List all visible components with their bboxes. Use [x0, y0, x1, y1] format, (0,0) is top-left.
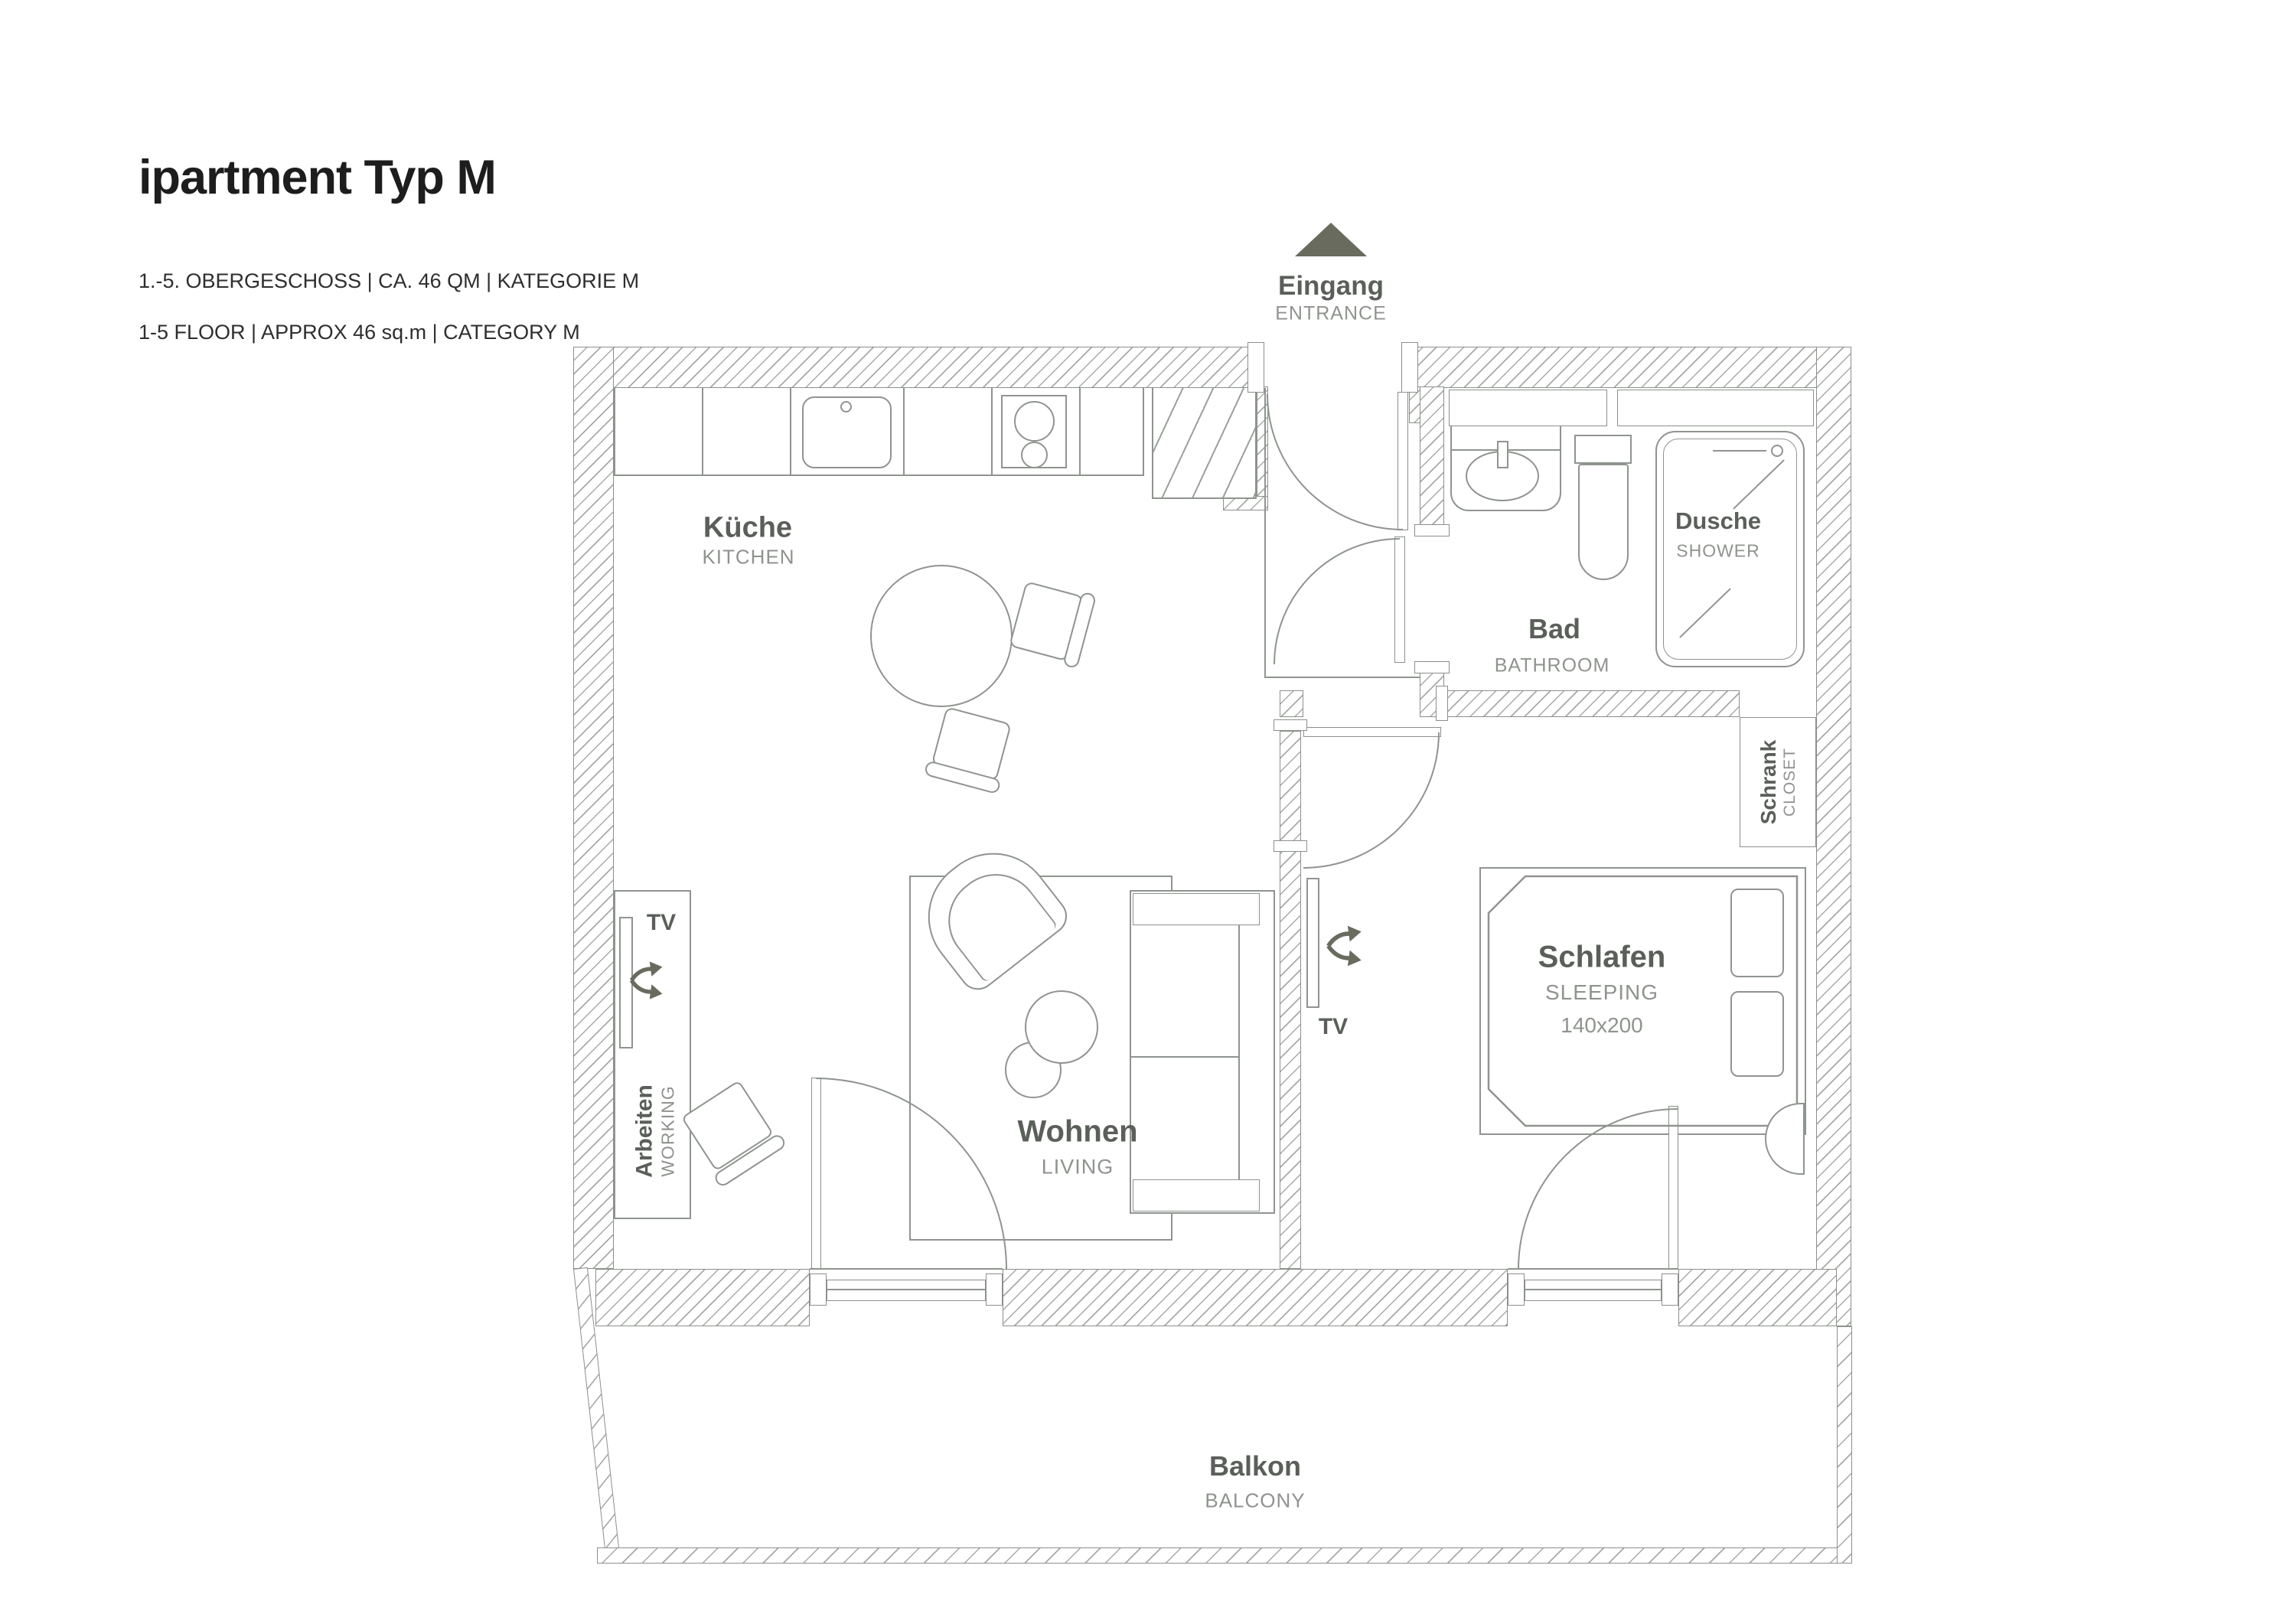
bed-size-label: 140x200	[1561, 1013, 1643, 1037]
entrance-label-en: ENTRANCE	[1275, 302, 1387, 324]
kitchen-table	[870, 565, 1013, 707]
partition-block-upper	[1274, 719, 1307, 731]
living-window-sill-line	[810, 1268, 1003, 1270]
working-label-de: Arbeiten	[631, 1084, 657, 1178]
entrance-jamb-left	[1247, 342, 1264, 393]
bedroom-window-block-left	[1508, 1273, 1525, 1306]
closet-label-en: CLOSET	[1781, 747, 1799, 817]
bedroom-window-glazing	[1525, 1280, 1662, 1301]
balcony-wall-right	[1837, 1326, 1852, 1564]
sleeping-label-en: SLEEPING	[1544, 980, 1659, 1004]
bedroom-tv-label: TV	[1318, 1014, 1349, 1039]
bathroom-shelf-left	[1449, 390, 1607, 426]
bedroom-bathroom-wall	[1441, 690, 1740, 717]
wall-bottom-east	[1678, 1269, 1837, 1326]
toilet-cistern	[1574, 435, 1632, 464]
wall-top-right	[1409, 347, 1851, 388]
desk-tv-swivel-icon	[629, 961, 663, 1000]
bathroom-faucet	[1497, 441, 1508, 468]
bathroom-wall-upper	[1420, 386, 1444, 527]
sofa-backrest-line	[1238, 925, 1240, 1179]
kitchen-shelf	[1152, 388, 1257, 499]
kitchen-hob-burner-large	[1014, 401, 1055, 442]
living-window-glazing	[827, 1280, 986, 1301]
living-bedroom-partition	[1280, 731, 1301, 1269]
entrance-door-swing-arc	[1267, 394, 1403, 530]
living-label-en: LIVING	[1041, 1155, 1114, 1179]
bedroom-window-sill-line	[1508, 1268, 1678, 1270]
balcony-label-en: BALCONY	[1205, 1489, 1306, 1512]
desk-chair	[676, 1076, 789, 1192]
bedroom-window-glazing-line	[1525, 1289, 1662, 1290]
living-window-block-left	[810, 1273, 827, 1306]
wall-bottom-middle	[1003, 1269, 1508, 1326]
bathroom-door-swing-arc	[1274, 538, 1400, 664]
sleeping-label-de: Schlafen	[1538, 940, 1666, 974]
living-window-block-right	[986, 1273, 1003, 1306]
bathroom-door-jamb-bottom	[1414, 661, 1450, 673]
subtitle-german: 1.-5. OBERGESCHOSS | CA. 46 QM | KATEGOR…	[139, 269, 640, 292]
balcony-wall-bottom	[597, 1547, 1852, 1564]
kitchen-hob-burner-small	[1021, 442, 1048, 468]
bedroom-door-jamb-right	[1436, 686, 1448, 721]
coffee-table-large	[1025, 990, 1098, 1064]
shower-tray-inner	[1663, 439, 1797, 660]
sofa-armrest-bottom	[1133, 1179, 1260, 1211]
wall-bottom-west	[595, 1269, 810, 1326]
bathroom-label-en: BATHROOM	[1494, 654, 1610, 677]
shower-label-de: Dusche	[1675, 507, 1761, 534]
kitchen-counter-divider-3	[903, 388, 905, 476]
page-title: ipartment Typ M	[139, 151, 497, 204]
closet	[1740, 717, 1816, 847]
living-window-glazing-line	[827, 1289, 986, 1290]
entrance-label-de: Eingang	[1277, 271, 1384, 301]
shower-label-en: SHOWER	[1676, 540, 1760, 561]
kitchen-counter-divider-5	[1079, 388, 1081, 476]
kitchen-chair-2	[923, 701, 1017, 795]
partition-block-lower	[1274, 840, 1307, 852]
kitchen-counter-divider-2	[790, 388, 791, 476]
kitchen-chair-1	[1003, 576, 1097, 670]
kitchen-label-de: Küche	[703, 511, 793, 544]
sofa-seat-divider	[1131, 1056, 1238, 1058]
toilet-bowl	[1578, 464, 1629, 580]
corridor-partition-horizontal	[1264, 677, 1420, 678]
sofa	[1130, 890, 1275, 1214]
bed-pillow-top	[1730, 889, 1784, 977]
bedroom-tv	[1306, 878, 1319, 1008]
bed-pillow-bottom	[1730, 991, 1784, 1077]
closet-labels: Schrank CLOSET	[1756, 713, 1799, 851]
entrance-jamb-right	[1401, 342, 1418, 393]
wall-top-left	[573, 347, 1257, 388]
bathroom-door-jamb-top	[1414, 524, 1450, 536]
working-labels: Arbeiten WORKING	[632, 1039, 679, 1223]
bedroom-door-swing-arc	[1303, 732, 1440, 869]
balcony-label-de: Balkon	[1208, 1450, 1302, 1482]
kitchen-counter-divider-1	[702, 388, 703, 476]
sofa-armrest-top	[1133, 893, 1260, 925]
kitchen-counter-divider-4	[991, 388, 993, 476]
living-label-de: Wohnen	[1017, 1114, 1138, 1149]
kitchen-label-en: KITCHEN	[702, 545, 795, 569]
shower-head-arm	[1713, 450, 1766, 452]
closet-label-de: Schrank	[1756, 739, 1780, 825]
subtitle-english: 1-5 FLOOR | APPROX 46 sq.m | CATEGORY M	[139, 321, 580, 344]
bedroom-wall-top-stub	[1280, 690, 1303, 717]
corridor-partition-vertical	[1264, 388, 1266, 678]
desk-tv-label: TV	[646, 910, 677, 935]
bathroom-label-de: Bad	[1528, 613, 1581, 644]
entrance-arrow-icon	[1295, 223, 1367, 256]
bathroom-shelf-right	[1617, 390, 1814, 426]
shower-head	[1771, 445, 1783, 457]
wall-right	[1816, 347, 1851, 1326]
working-label-en: WORKING	[657, 1085, 678, 1177]
bedroom-window-block-right	[1662, 1273, 1678, 1306]
bedroom-tv-swivel-icon	[1326, 925, 1362, 967]
kitchen-sink-faucet	[840, 401, 852, 413]
wall-left	[573, 347, 614, 1269]
